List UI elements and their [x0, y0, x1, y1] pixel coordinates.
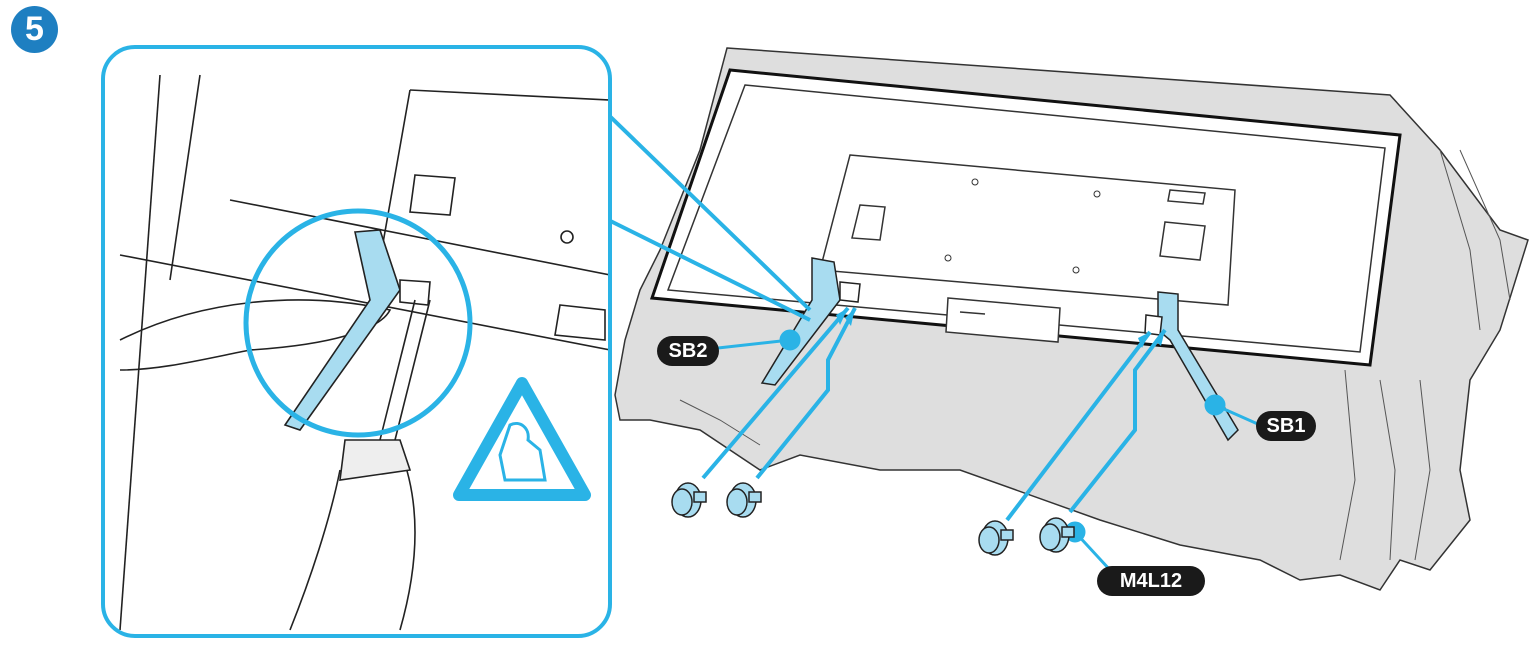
screw-icon — [727, 483, 761, 517]
screw-icon — [672, 483, 706, 517]
label-screw-m4l12: M4L12 — [1097, 566, 1205, 596]
screw-icon — [979, 521, 1013, 555]
inset-detail — [103, 47, 610, 636]
step-number-badge: 5 — [11, 6, 58, 53]
screw-icon-group — [672, 483, 1074, 555]
label-sb1: SB1 — [1256, 411, 1316, 441]
label-sb2: SB2 — [657, 336, 719, 366]
screw-icon — [1040, 518, 1074, 552]
